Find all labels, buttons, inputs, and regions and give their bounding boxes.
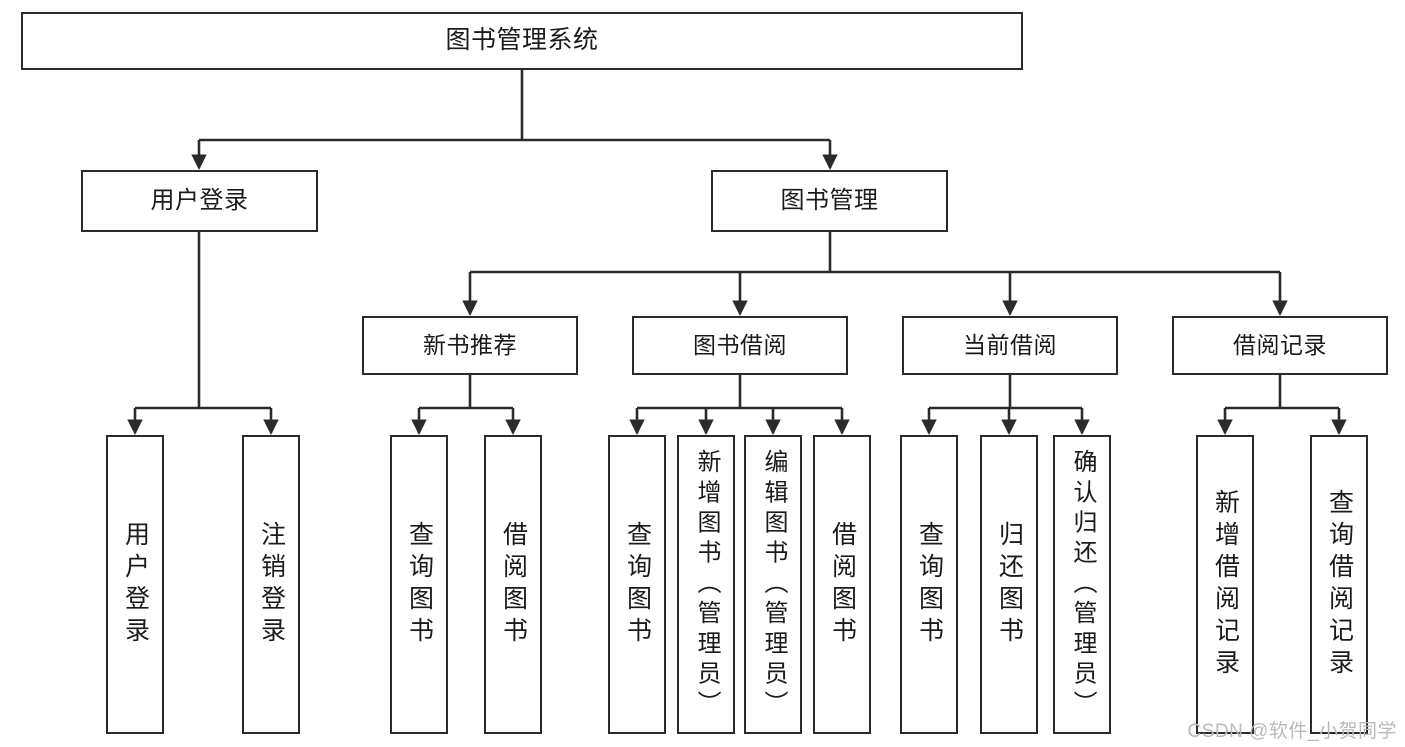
node-root-book-management-system[interactable]: 图书管理系统 xyxy=(21,12,1023,70)
node-label: 借阅记录 xyxy=(1233,331,1327,358)
node-label: 查询图书 xyxy=(405,520,434,649)
csdn-watermark: CSDN @软件_小贺同学 xyxy=(1187,721,1397,742)
node-current-borrow[interactable]: 当前借阅 xyxy=(902,316,1118,375)
node-label: 查询图书 xyxy=(915,520,944,649)
node-book-borrow[interactable]: 图书借阅 xyxy=(632,316,848,375)
node-book-manage[interactable]: 图书管理 xyxy=(711,170,948,232)
node-new-book-recommend[interactable]: 新书推荐 xyxy=(362,316,578,375)
node-leaf-query-book-2[interactable]: 查询图书 xyxy=(608,435,666,734)
node-borrow-record[interactable]: 借阅记录 xyxy=(1172,316,1388,375)
node-leaf-edit-book[interactable]: 编辑图书（管理员） xyxy=(744,435,802,734)
node-label: 借阅图书 xyxy=(499,520,528,649)
node-label: 编辑图书（管理员） xyxy=(760,448,787,721)
node-leaf-user-login[interactable]: 用户登录 xyxy=(106,435,164,734)
node-label: 新增借阅记录 xyxy=(1211,488,1240,681)
node-leaf-logout-login[interactable]: 注销登录 xyxy=(242,435,300,734)
node-label: 注销登录 xyxy=(257,520,286,649)
node-label: 新书推荐 xyxy=(423,331,517,358)
node-label: 用户登录 xyxy=(121,520,150,649)
node-leaf-borrow-book-1[interactable]: 借阅图书 xyxy=(484,435,542,734)
node-user-login[interactable]: 用户登录 xyxy=(81,170,318,232)
node-label: 图书管理系统 xyxy=(445,26,599,55)
node-leaf-add-book[interactable]: 新增图书（管理员） xyxy=(677,435,735,734)
node-label: 当前借阅 xyxy=(963,331,1057,358)
node-leaf-add-borrow-record[interactable]: 新增借阅记录 xyxy=(1196,435,1254,734)
node-leaf-confirm-return[interactable]: 确认归还（管理员） xyxy=(1053,435,1111,734)
node-label: 图书借阅 xyxy=(693,331,787,358)
node-leaf-query-borrow-record[interactable]: 查询借阅记录 xyxy=(1310,435,1368,734)
node-label: 用户登录 xyxy=(150,186,249,214)
node-leaf-query-book-3[interactable]: 查询图书 xyxy=(900,435,958,734)
node-label: 查询借阅记录 xyxy=(1325,488,1354,681)
node-leaf-borrow-book-2[interactable]: 借阅图书 xyxy=(813,435,871,734)
node-leaf-query-book-1[interactable]: 查询图书 xyxy=(390,435,448,734)
node-label: 图书管理 xyxy=(780,186,879,214)
node-label: 确认归还（管理员） xyxy=(1069,448,1096,721)
node-label: 借阅图书 xyxy=(828,520,857,649)
node-label: 新增图书（管理员） xyxy=(693,448,720,721)
node-label: 归还图书 xyxy=(995,520,1024,649)
node-label: 查询图书 xyxy=(623,520,652,649)
node-leaf-return-book[interactable]: 归还图书 xyxy=(980,435,1038,734)
